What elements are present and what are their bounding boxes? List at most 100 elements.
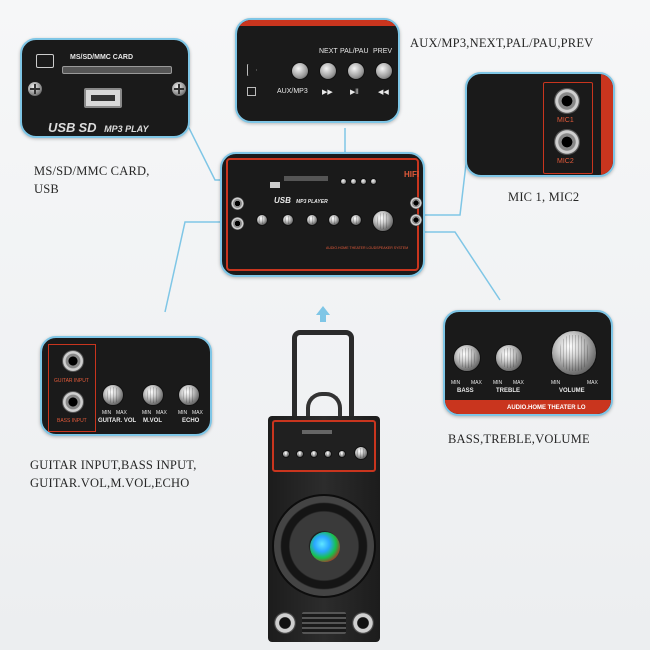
transport-callout: NEXT PAL/PAU PREV AUX/MP3 ▶▶ ▶ll ◀◀	[235, 18, 400, 123]
next-button[interactable]	[319, 62, 337, 80]
main-strip: AUDIO.HOME THEATER LOUDSPEAKER SYSTEM	[326, 246, 409, 250]
aux-mp3-button[interactable]	[291, 62, 309, 80]
tone-strip-text: AUDIO.HOME THEATER LO	[507, 405, 586, 411]
mode-icon	[247, 87, 256, 96]
mic2-label: MIC2	[557, 158, 574, 165]
main-knob[interactable]	[328, 214, 340, 226]
caption-card-usb: MS/SD/MMC CARD, USB	[34, 162, 150, 198]
main-mic1-jack[interactable]	[410, 197, 422, 209]
guitar-input-frame	[48, 344, 96, 432]
prev-button[interactable]	[375, 62, 393, 80]
speaker-knob[interactable]	[296, 450, 304, 458]
main-button[interactable]	[370, 178, 377, 185]
m-vol-knob[interactable]	[142, 384, 164, 406]
tone-callout: MIN MAX BASS MIN MAX TREBLE MIN MAX VOLU…	[443, 310, 613, 416]
main-logo-text: USB	[274, 196, 291, 205]
usb-port[interactable]	[84, 88, 122, 108]
main-logo: USB MP3 PLAYER	[274, 196, 328, 205]
main-guitar-jack[interactable]	[231, 197, 244, 210]
next-icon: ▶▶	[322, 89, 333, 96]
pal-pau-label: PAL/PAU	[340, 48, 369, 55]
sd-logo-text: SD	[78, 120, 97, 135]
sd-card-icon	[36, 54, 54, 68]
main-panel-callout: HIFI USB MP3 PLAYER AUDIO.HOME THEATER L…	[220, 152, 425, 277]
echo-label: ECHO	[182, 418, 200, 424]
bass-port	[302, 612, 346, 634]
carry-handle[interactable]	[306, 392, 342, 418]
speaker-body	[268, 416, 380, 642]
red-trim	[601, 74, 613, 175]
tweeter-left	[274, 612, 296, 634]
pause-button[interactable]	[347, 62, 365, 80]
guitar-vol-knob[interactable]	[102, 384, 124, 406]
telescopic-handle[interactable]	[292, 330, 354, 430]
woofer	[272, 494, 376, 598]
play-pause-icon: ▶ll	[350, 89, 359, 96]
tweeter-right	[352, 612, 374, 634]
volume-knob[interactable]	[551, 330, 597, 376]
caption-transport: AUX/MP3,NEXT,PAL/PAU,PREV	[410, 36, 594, 50]
bass-max: MAX	[471, 380, 482, 386]
treble-knob[interactable]	[495, 344, 523, 372]
main-button[interactable]	[340, 178, 347, 185]
main-button[interactable]	[360, 178, 367, 185]
next-label: NEXT	[319, 48, 338, 55]
screw-icon	[28, 82, 42, 96]
caption-guitar-line1: GUITAR INPUT,BASS INPUT,	[30, 458, 197, 472]
main-knob[interactable]	[350, 214, 362, 226]
speaker-knob[interactable]	[310, 450, 318, 458]
main-knob[interactable]	[306, 214, 318, 226]
mic2-jack[interactable]	[554, 129, 580, 155]
caption-guitar: GUITAR INPUT,BASS INPUT, GUITAR.VOL,M.VO…	[30, 456, 197, 492]
red-trim	[237, 20, 398, 26]
main-bass-jack[interactable]	[231, 217, 244, 230]
main-subtitle: MP3 PLAYER	[296, 199, 328, 205]
speaker-card-slot[interactable]	[302, 430, 332, 434]
bass-input-label: BASS INPUT	[57, 418, 87, 424]
caption-card-usb-line2: USB	[34, 182, 59, 196]
echo-min: MIN	[178, 410, 188, 416]
card-slot-label: MS/SD/MMC CARD	[70, 54, 133, 61]
speaker-knob[interactable]	[324, 450, 332, 458]
m-vol-max: MAX	[156, 410, 167, 416]
speaker-volume-knob[interactable]	[354, 446, 368, 460]
caption-tone: BASS,TREBLE,VOLUME	[448, 432, 590, 446]
guitar-input-jack[interactable]	[62, 350, 84, 372]
main-mic2-jack[interactable]	[410, 214, 422, 226]
caption-card-usb-line1: MS/SD/MMC CARD,	[34, 164, 150, 178]
treble-min: MIN	[493, 380, 503, 386]
echo-knob[interactable]	[178, 384, 200, 406]
guitar-input-label: GUITAR INPUT	[54, 378, 89, 384]
m-vol-min: MIN	[142, 410, 152, 416]
caption-mic: MIC 1, MIC2	[508, 190, 580, 204]
main-volume-knob[interactable]	[372, 210, 394, 232]
mic1-jack[interactable]	[554, 88, 580, 114]
bass-label: BASS	[457, 388, 474, 394]
main-knob[interactable]	[282, 214, 294, 226]
tone-red-strip	[445, 400, 611, 414]
main-knob[interactable]	[256, 214, 268, 226]
mic1-label: MIC1	[557, 117, 574, 124]
guitar-callout: GUITAR INPUT BASS INPUT MIN MAX GUITAR. …	[40, 336, 212, 436]
guitar-vol-min: MIN	[102, 410, 112, 416]
led-indicator	[247, 64, 257, 76]
treble-label: TREBLE	[496, 388, 520, 394]
speaker-knob[interactable]	[282, 450, 290, 458]
echo-max: MAX	[192, 410, 203, 416]
screw-icon	[172, 82, 186, 96]
card-slot[interactable]	[62, 66, 172, 74]
main-card-slot[interactable]	[284, 176, 328, 181]
caption-guitar-line2: GUITAR.VOL,M.VOL,ECHO	[30, 476, 190, 490]
prev-label: PREV	[373, 48, 393, 55]
speaker-knob[interactable]	[338, 450, 346, 458]
bass-knob[interactable]	[453, 344, 481, 372]
main-button[interactable]	[350, 178, 357, 185]
main-brand: HIFI	[404, 170, 420, 179]
main-usb-port[interactable]	[270, 182, 280, 188]
volume-max: MAX	[587, 380, 598, 386]
m-vol-label: M.VOL	[143, 418, 162, 424]
bass-input-jack[interactable]	[62, 391, 84, 413]
